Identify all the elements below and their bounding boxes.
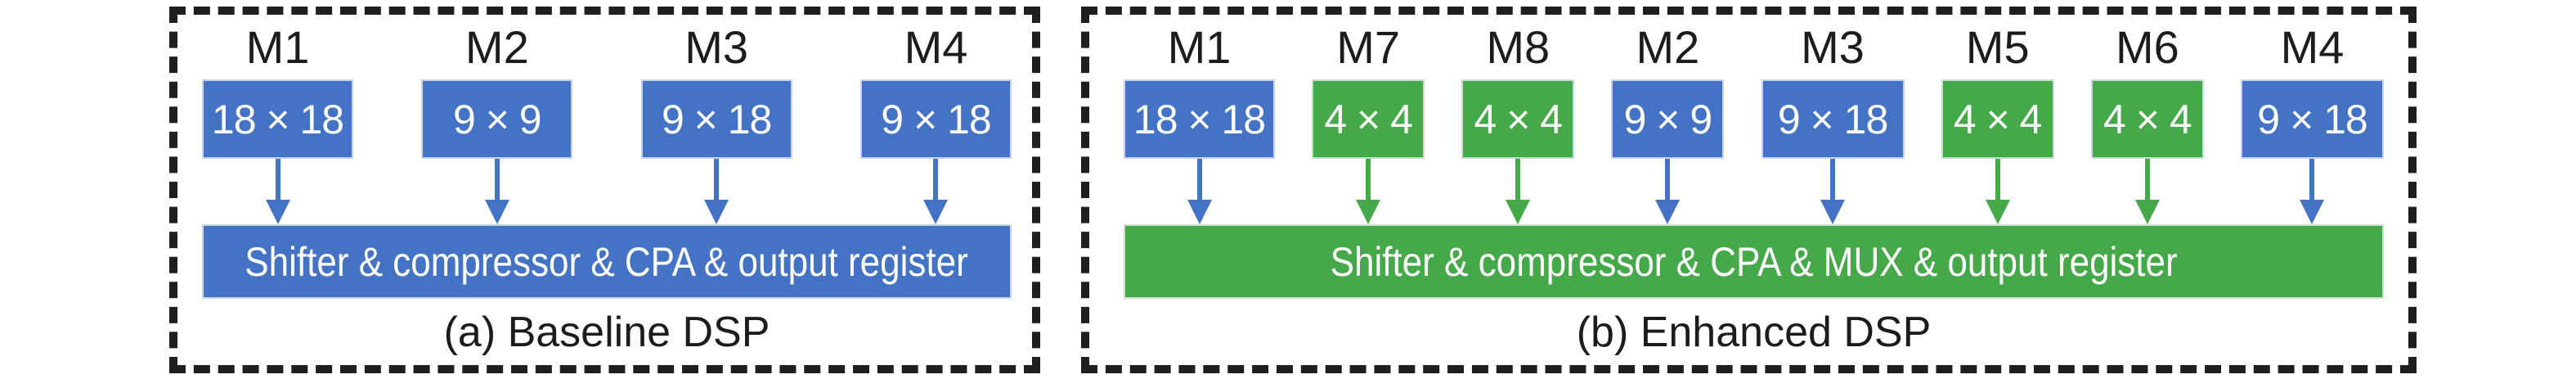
arrow-down-icon [2134,159,2160,224]
multiplier-name-label: M3 [1801,21,1865,73]
multiplier-row: M1 18 × 18 M7 4 × 4 M8 4 × 4 [1124,15,2384,224]
arrow-down-icon [484,159,509,224]
multiplier-box: 9 × 9 [421,79,573,159]
multiplier-column-m3: M3 9 × 18 [1761,15,1905,224]
arrow-head-icon [1187,200,1212,224]
multiplier-column-m6: M6 4 × 4 [2090,15,2204,224]
arrow-head-icon [1655,200,1681,224]
arrow-down-icon [1356,159,1381,224]
multiplier-name-label: M1 [245,21,310,73]
multiplier-name-label: M8 [1486,21,1551,73]
output-stage-bar: Shifter & compressor & CPA & output regi… [202,224,1012,299]
multiplier-name-label: M3 [684,21,749,73]
arrow-down-icon [1506,159,1531,224]
arrow-head-icon [1356,200,1381,224]
baseline-dsp-panel: M1 18 × 18 M2 9 × 9 M3 9 × 18 [169,7,1040,373]
multiplier-name-label: M5 [1965,21,2030,73]
arrow-down-icon [923,159,949,224]
multiplier-column-m1: M1 18 × 18 [1124,15,1275,224]
multiplier-box: 4 × 4 [2090,79,2204,159]
output-stage-bar: Shifter & compressor & CPA & MUX & outpu… [1124,224,2384,299]
multiplier-column-m3: M3 9 × 18 [640,15,792,224]
multiplier-column-m2: M2 9 × 9 [1611,15,1725,224]
multiplier-box: 4 × 4 [1461,79,1575,159]
multiplier-column-m8: M8 4 × 4 [1461,15,1575,224]
multiplier-column-m5: M5 4 × 4 [1941,15,2054,224]
arrow-head-icon [1985,200,2010,224]
arrow-head-icon [704,200,729,224]
multiplier-column-m4: M4 9 × 18 [2240,15,2384,224]
arrow-down-icon [2300,159,2325,224]
arrow-line [714,159,720,200]
arrow-line [933,159,939,200]
arrow-line [1995,159,2000,200]
multiplier-box: 4 × 4 [1941,79,2054,159]
panel-caption: (a) Baseline DSP [443,308,770,356]
enhanced-dsp-panel: M1 18 × 18 M7 4 × 4 M8 4 × 4 [1081,7,2417,373]
arrow-down-icon [265,159,290,224]
arrow-line [494,159,500,200]
multiplier-name-label: M4 [904,21,968,73]
arrow-line [1515,159,1521,200]
arrow-down-icon [1985,159,2010,224]
multiplier-name-label: M2 [1636,21,1700,73]
multiplier-name-label: M2 [464,21,529,73]
arrow-line [1196,159,1202,200]
arrow-down-icon [1820,159,1846,224]
arrow-head-icon [1820,200,1846,224]
arrow-line [1830,159,1836,200]
multiplier-column-m7: M7 4 × 4 [1312,15,1425,224]
output-stage-label: Shifter & compressor & CPA & MUX & outpu… [1330,238,2178,285]
multiplier-name-label: M7 [1336,21,1401,73]
arrow-head-icon [484,200,509,224]
multiplier-name-label: M6 [2115,21,2179,73]
multiplier-box: 9 × 18 [2240,79,2384,159]
multiplier-name-label: M4 [2280,21,2345,73]
arrow-line [2309,159,2315,200]
arrow-head-icon [2300,200,2325,224]
multiplier-row: M1 18 × 18 M2 9 × 9 M3 9 × 18 [202,15,1012,224]
multiplier-column-m4: M4 9 × 18 [859,15,1012,224]
multiplier-box: 9 × 9 [1611,79,1725,159]
arrow-head-icon [923,200,949,224]
arrow-down-icon [1655,159,1681,224]
arrow-head-icon [1506,200,1531,224]
multiplier-box: 9 × 18 [640,79,792,159]
multiplier-box: 9 × 18 [859,79,1012,159]
arrow-line [1665,159,1671,200]
panel-caption: (b) Enhanced DSP [1576,308,1932,356]
multiplier-box: 18 × 18 [1124,79,1275,159]
output-stage-label: Shifter & compressor & CPA & output regi… [245,238,969,285]
multiplier-column-m1: M1 18 × 18 [202,15,353,224]
multiplier-box: 9 × 18 [1761,79,1905,159]
arrow-down-icon [1187,159,1212,224]
arrow-head-icon [2134,200,2160,224]
arrow-line [2144,159,2150,200]
multiplier-box: 18 × 18 [202,79,353,159]
arrow-down-icon [704,159,729,224]
multiplier-box: 4 × 4 [1312,79,1425,159]
arrow-line [275,159,280,200]
arrow-line [1366,159,1371,200]
multiplier-name-label: M1 [1167,21,1232,73]
multiplier-column-m2: M2 9 × 9 [421,15,573,224]
arrow-head-icon [265,200,290,224]
